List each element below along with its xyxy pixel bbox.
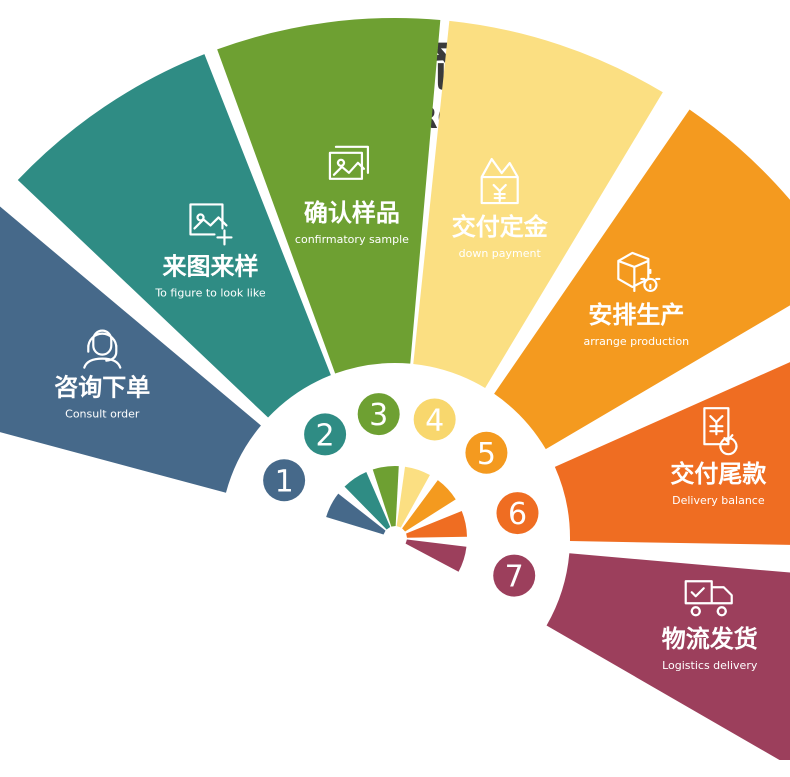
step-title: 交付定金	[452, 213, 549, 241]
step-title: 交付尾款	[670, 460, 767, 488]
step-title: 物流发货	[662, 625, 758, 653]
step-number: 6	[508, 497, 527, 532]
step-subtitle: To figure to look like	[154, 286, 266, 299]
headset-agent-icon	[83, 329, 122, 369]
step-subtitle: Delivery balance	[672, 494, 765, 507]
number-circle-6	[496, 492, 539, 535]
mini-wedge-step-7	[405, 539, 467, 572]
mini-wedge-step-6	[406, 511, 467, 538]
sector-step-7	[546, 553, 790, 760]
sector-step-6	[554, 362, 790, 545]
box-gear-icon	[617, 251, 661, 293]
mini-wedge-step-1	[326, 493, 386, 535]
step-title: 确认样品	[304, 199, 400, 227]
yuan-envelope-icon	[480, 157, 519, 205]
step-title: 咨询下单	[54, 374, 150, 402]
step-6-content: 交付尾款 Delivery balance	[670, 407, 767, 507]
mini-wedge-step-3	[372, 466, 399, 527]
number-circle-2	[304, 413, 347, 456]
step-title: 安排生产	[588, 301, 684, 329]
number-circle-7	[493, 554, 536, 597]
step-subtitle: Logistics delivery	[662, 659, 758, 672]
number-circle-5	[465, 431, 508, 474]
mini-wedge-step-5	[402, 480, 456, 532]
yuan-bill-check-icon	[703, 407, 738, 456]
image-gallery-icon	[328, 145, 370, 180]
step-title: 来图来样	[162, 252, 258, 280]
step-subtitle: Consult order	[65, 408, 140, 421]
step-2-content: 来图来样 To figure to look like	[154, 203, 266, 299]
mini-wedge-step-4	[396, 466, 430, 528]
step-1-content: 咨询下单 Consult order	[54, 329, 150, 421]
number-circle-3	[357, 393, 400, 436]
step-subtitle: down payment	[459, 247, 542, 260]
step-subtitle: confirmatory sample	[295, 233, 409, 246]
step-number: 3	[369, 398, 388, 433]
number-circle-4	[413, 398, 456, 441]
step-7-content: 物流发货 Logistics delivery	[662, 580, 758, 672]
step-subtitle: arrange production	[584, 335, 690, 348]
sector-step-1	[0, 206, 261, 493]
sector-step-4	[413, 20, 663, 388]
step-number: 5	[477, 437, 496, 472]
sector-step-2	[17, 54, 331, 418]
step-3-content: 确认样品 confirmatory sample	[295, 145, 409, 246]
step-4-content: 交付定金 down payment	[452, 157, 549, 260]
step-5-content: 安排生产 arrange production	[584, 251, 690, 348]
delivery-truck-icon	[684, 580, 733, 617]
step-number: 7	[505, 560, 524, 595]
add-image-icon	[189, 203, 233, 246]
number-circle-1	[263, 459, 306, 502]
mini-wedge-step-2	[344, 471, 391, 530]
step-number: 1	[275, 464, 294, 499]
step-number: 2	[316, 418, 335, 453]
sector-step-3	[217, 17, 441, 374]
step-number: 4	[425, 403, 444, 438]
